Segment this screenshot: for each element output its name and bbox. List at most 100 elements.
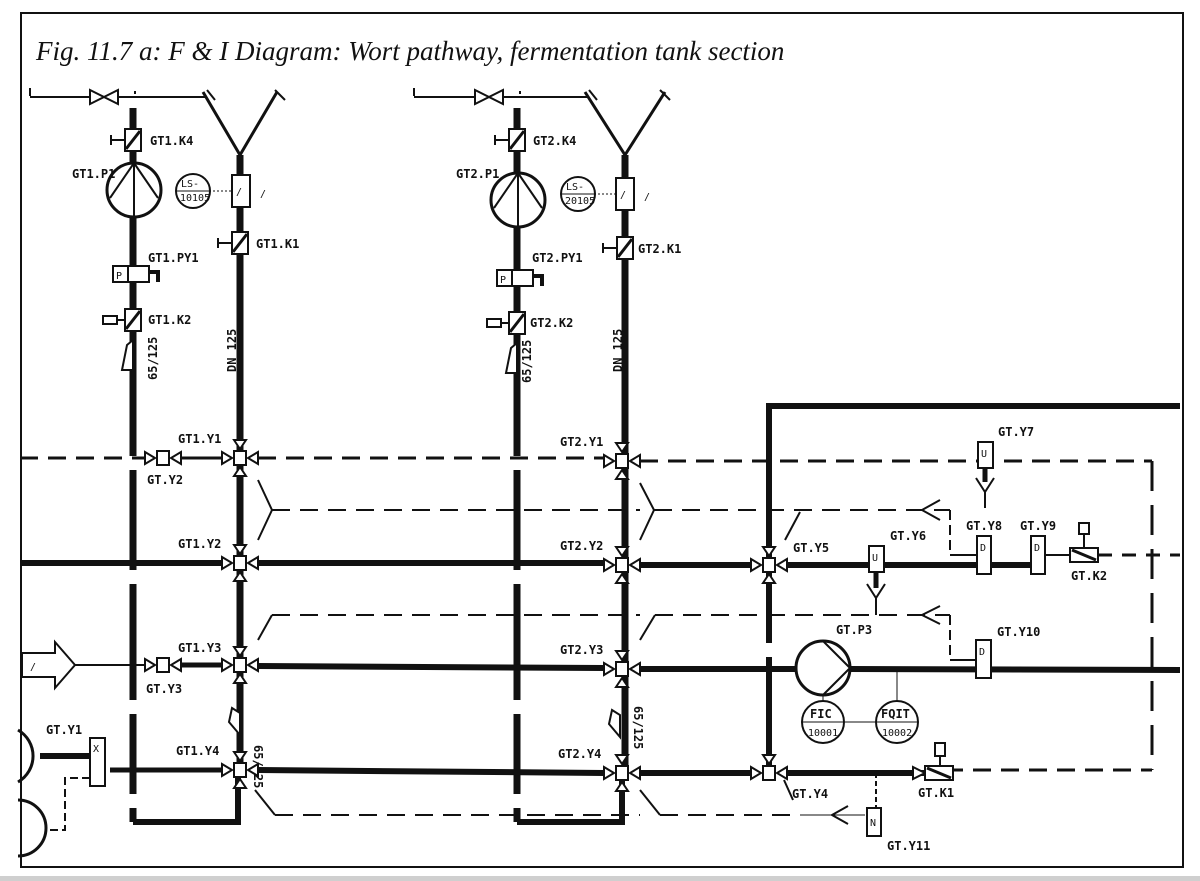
gt1-line: GT1.K4 GT1.P1 GT1.PY1 P GT1.K2 65/125 /: [29, 88, 299, 825]
gt-y1-mixproof-valve[interactable]: X: [17, 728, 106, 858]
gt-p3-label: GT.P3: [836, 623, 872, 637]
header-lines: [20, 403, 1181, 825]
svg-text:D: D: [1034, 543, 1040, 554]
svg-text:N: N: [870, 818, 876, 829]
gt-k1-valve[interactable]: [912, 742, 954, 781]
svg-text:D: D: [980, 543, 986, 554]
gt-y11-drain-valve[interactable]: N: [866, 807, 882, 837]
svg-text:D: D: [979, 647, 985, 658]
fqit-instrument[interactable]: FQIT 10002: [875, 700, 919, 744]
gt1-y3-valve-icon[interactable]: [221, 646, 259, 684]
gt-y3-valve-icon[interactable]: [144, 657, 182, 673]
gt2-reducer-label: 65/125: [520, 340, 534, 383]
gt-y6-vent-valve[interactable]: U: [866, 545, 886, 615]
gt2-k2-valve-icon[interactable]: [486, 310, 527, 336]
gt2-lower-reducer-label: 65/125: [631, 706, 645, 749]
gt1-py1-label: GT1.PY1: [148, 251, 199, 265]
gt1-lower-reducer-icon: [227, 706, 241, 738]
gt2-k2-label: GT2.K2: [530, 316, 573, 330]
gt-y11-label: GT.Y11: [887, 839, 930, 853]
svg-text:20105: 20105: [565, 196, 595, 207]
gt2-level-switch[interactable]: / LS- 20105: [560, 176, 635, 212]
gt-y2-valve-icon[interactable]: [144, 450, 182, 466]
svg-text:FIC: FIC: [810, 707, 832, 721]
svg-text:LS-: LS-: [566, 182, 584, 193]
gt2-k4-label: GT2.K4: [533, 134, 576, 148]
gt-y7-label: GT.Y7: [998, 425, 1034, 439]
gt-y5-label: GT.Y5: [793, 541, 829, 555]
gt1-y2-label: GT1.Y2: [178, 537, 221, 551]
svg-text:10105: 10105: [180, 193, 210, 204]
gt2-y1-valve-icon[interactable]: [603, 442, 641, 480]
gt-k2-valve[interactable]: [1069, 522, 1099, 563]
svg-text:X: X: [93, 744, 99, 755]
svg-text:LS-: LS-: [181, 179, 199, 190]
gt1-pipe-size-label: DN 125: [225, 329, 239, 372]
gt-k2-label: GT.K2: [1071, 569, 1107, 583]
gt1-level-switch[interactable]: / LS- 10105: [175, 173, 251, 209]
bottom-scrollbar: [0, 876, 1200, 881]
gt-y7-vent-valve[interactable]: U: [975, 441, 995, 508]
gt1-reducer-label: 65/125: [146, 337, 160, 380]
gt2-py1-label: GT2.PY1: [532, 251, 583, 265]
gt1-y2-valve-icon[interactable]: [221, 544, 259, 582]
gt1-y3-label: GT1.Y3: [178, 641, 221, 655]
gt2-pressure-switch-icon[interactable]: P: [496, 269, 544, 287]
figure-title: Fig. 11.7 a: F & I Diagram: Wort pathway…: [36, 36, 785, 66]
gt-y3-label: GT.Y3: [146, 682, 182, 696]
gt2-y3-label: GT2.Y3: [560, 643, 603, 657]
gt-y8-valve[interactable]: D: [976, 535, 992, 575]
gt2-pump-icon[interactable]: [489, 171, 547, 229]
gt2-k1-label: GT2.K1: [638, 242, 681, 256]
svg-text:/: /: [30, 662, 36, 673]
gt1-k1-label: GT1.K1: [256, 237, 299, 251]
gt-y10-valve[interactable]: D: [975, 639, 992, 679]
gt2-sensor-mark: /: [644, 192, 650, 203]
svg-text:P: P: [500, 275, 506, 286]
gt-y4-valve-icon[interactable]: [750, 754, 788, 781]
gt-y8-label: GT.Y8: [966, 519, 1002, 533]
gt-y9-valve[interactable]: D: [1030, 535, 1046, 575]
fic-instrument[interactable]: FIC 10001: [801, 700, 845, 744]
gt2-k1-valve-icon[interactable]: [602, 235, 635, 261]
gt-y5-valve-icon[interactable]: [750, 546, 788, 584]
gt-y4-label: GT.Y4: [792, 787, 828, 801]
gt1-pump-label: GT1.P1: [72, 167, 115, 181]
flow-pump-icon[interactable]: [794, 639, 852, 697]
gt1-pump-icon[interactable]: [105, 161, 163, 219]
svg-text:/: /: [236, 187, 242, 198]
gt1-k2-label: GT1.K2: [148, 313, 191, 327]
gt2-y4-valve-icon[interactable]: [603, 754, 641, 792]
gt-y1-label: GT.Y1: [46, 723, 82, 737]
svg-text:10001: 10001: [808, 728, 838, 739]
svg-text:U: U: [872, 553, 878, 564]
gt1-y1-label: GT1.Y1: [178, 432, 221, 446]
svg-text:/: /: [620, 190, 626, 201]
inlet-arrow-icon[interactable]: /: [21, 639, 77, 691]
gt-y6-label: GT.Y6: [890, 529, 926, 543]
figure-frame: [20, 12, 1184, 868]
gt1-k1-valve-icon[interactable]: [217, 230, 250, 256]
gt2-ball-valve-icon[interactable]: [474, 88, 504, 106]
svg-text:FQIT: FQIT: [881, 707, 910, 721]
gt2-reducer-icon: [504, 340, 518, 374]
gt-y2-label: GT.Y2: [147, 473, 183, 487]
gt2-y4-label: GT2.Y4: [558, 747, 601, 761]
gt1-y1-valve-icon[interactable]: [221, 439, 259, 477]
gt2-y3-valve-icon[interactable]: [603, 650, 641, 688]
gt2-pipe-size-label: DN 125: [611, 329, 625, 372]
gt1-k2-valve-icon[interactable]: [102, 307, 143, 333]
gt1-ball-valve-icon[interactable]: [89, 88, 119, 106]
gt-y9-label: GT.Y9: [1020, 519, 1056, 533]
gt1-k4-label: GT1.K4: [150, 134, 193, 148]
gt1-reducer-icon: [120, 337, 134, 371]
gt1-pressure-switch-icon[interactable]: P: [112, 265, 160, 283]
gt1-y4-label: GT1.Y4: [176, 744, 219, 758]
gt2-y2-valve-icon[interactable]: [603, 546, 641, 584]
gt2-lower-reducer-icon: [607, 708, 621, 740]
svg-text:10002: 10002: [882, 728, 912, 739]
gt1-k4-valve-icon[interactable]: [110, 127, 143, 153]
gt-y10-label: GT.Y10: [997, 625, 1040, 639]
gt2-k4-valve-icon[interactable]: [494, 127, 527, 153]
